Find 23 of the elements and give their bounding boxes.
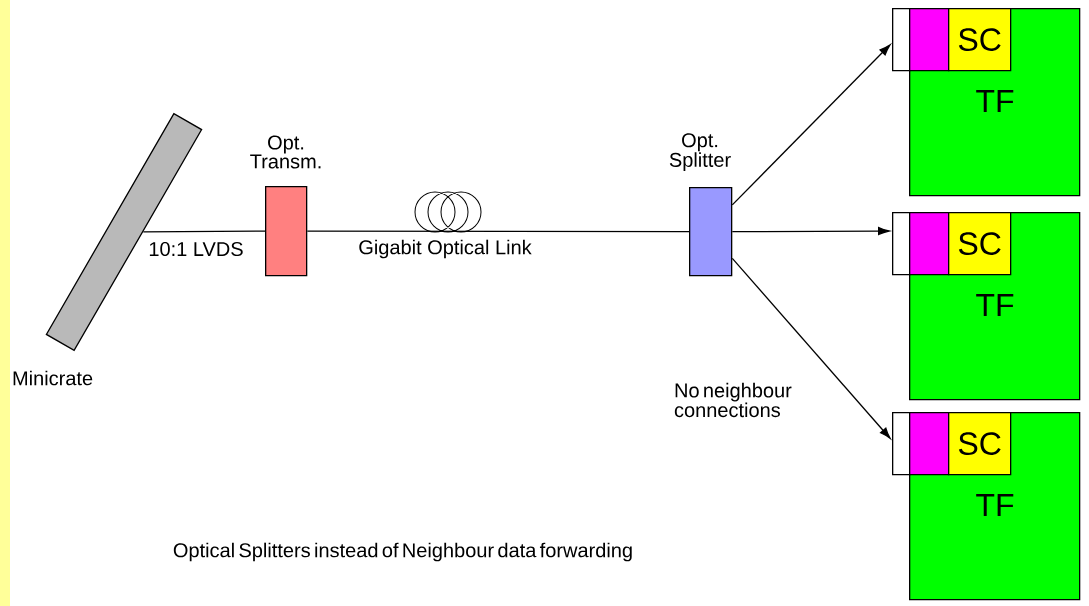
connector-line [731,257,891,439]
note-text: Optical Splitters instead of Neighbour data forwarding [173,542,632,562]
node-label: Opt. Transm. [250,135,321,169]
note-text: No neighbour connections [674,382,792,418]
module-box [909,8,950,72]
module-box: Opt. Splitter [669,133,733,277]
module-box [909,212,950,276]
connector-line [731,44,891,206]
sc-box: SC [948,8,1012,72]
node-label: Opt. Splitter [669,133,731,171]
module-box [892,8,911,72]
edge-label: Gigabit Optical Link [357,238,533,260]
node-label: Minicrate [13,370,93,386]
connector-line [142,230,266,233]
module-box: Opt. Transm. [250,135,321,277]
connector-line [731,226,890,236]
edge-label: 10:1 LVDS [147,240,245,258]
module-box [909,412,950,476]
sc-box: SC [948,212,1012,276]
module-box [892,412,911,476]
connector-line [306,230,690,233]
sc-box: SC [948,412,1012,476]
module-box [892,212,911,276]
